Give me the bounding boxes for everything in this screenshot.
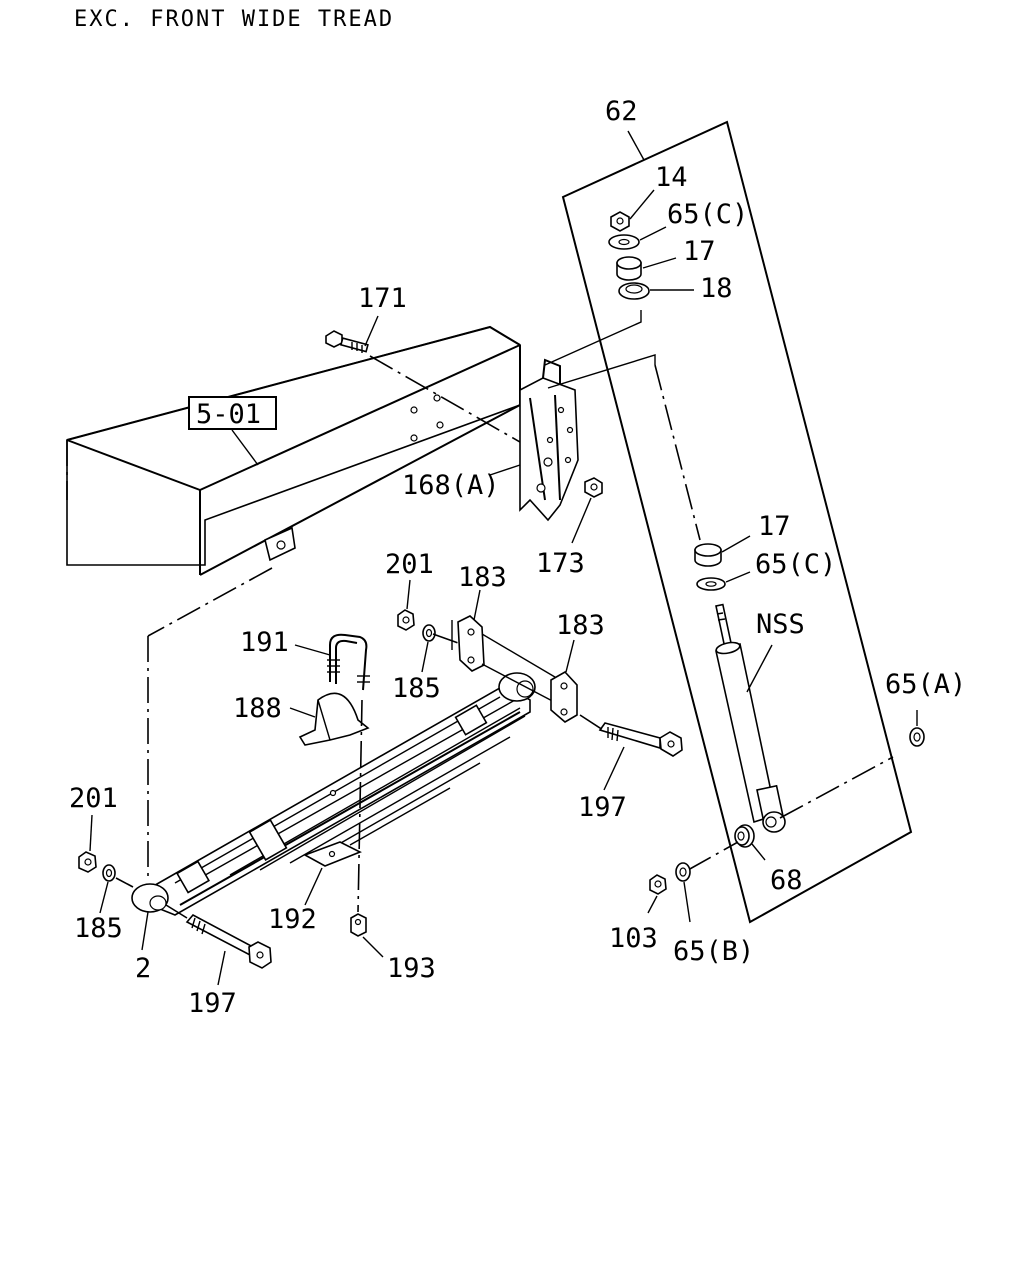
nut-14-icon bbox=[610, 211, 630, 232]
shock-group-frame bbox=[561, 120, 913, 924]
shock-bracket-168a bbox=[519, 358, 579, 522]
label-65c-top: 65(C) bbox=[667, 199, 748, 230]
label-168a: 168(A) bbox=[402, 470, 500, 501]
label-103: 103 bbox=[609, 923, 658, 954]
label-197-bottom: 197 bbox=[188, 988, 237, 1019]
label-183-left: 183 bbox=[458, 562, 507, 593]
washer-65a-icon bbox=[909, 727, 925, 747]
label-188: 188 bbox=[233, 693, 282, 724]
bolt-197-right-icon bbox=[598, 722, 683, 757]
label-197-right: 197 bbox=[578, 792, 627, 823]
nut-173-icon bbox=[584, 477, 603, 498]
washer-185-top-icon bbox=[422, 624, 436, 642]
label-201-left: 201 bbox=[69, 783, 118, 814]
label-65c-mid: 65(C) bbox=[755, 549, 836, 580]
label-192: 192 bbox=[268, 904, 317, 935]
label-14: 14 bbox=[655, 162, 688, 193]
label-62: 62 bbox=[605, 96, 638, 127]
shackle-183-right-icon bbox=[550, 670, 578, 723]
diagram-title: EXC. FRONT WIDE TREAD bbox=[74, 7, 394, 32]
label-173: 173 bbox=[536, 548, 585, 579]
label-68: 68 bbox=[770, 865, 803, 896]
label-201-top: 201 bbox=[385, 549, 434, 580]
shackle-183-left-icon bbox=[451, 615, 485, 672]
nut-103-icon bbox=[649, 874, 667, 895]
svg-text:5-01: 5-01 bbox=[196, 399, 261, 430]
plate-192-icon bbox=[303, 841, 362, 867]
bushing-17-mid-icon bbox=[694, 543, 722, 567]
part-labels: 62 14 65(C) 17 18 171 168(A) 173 17 65(C… bbox=[69, 96, 966, 1019]
leaf-spring-icon bbox=[131, 672, 536, 916]
frame-rail bbox=[66, 325, 521, 576]
label-nss: NSS bbox=[756, 609, 805, 640]
bushing-17-top-icon bbox=[616, 256, 642, 281]
u-bolt-191-icon bbox=[327, 633, 370, 691]
shock-absorber-icon bbox=[715, 603, 786, 833]
label-17-mid: 17 bbox=[758, 511, 791, 542]
label-65a: 65(A) bbox=[885, 669, 966, 700]
washer-65b-icon bbox=[675, 862, 691, 882]
washer-65c-top-icon bbox=[608, 234, 640, 250]
label-17-top: 17 bbox=[683, 236, 716, 267]
nut-201-top-icon bbox=[397, 609, 415, 631]
label-2: 2 bbox=[135, 953, 151, 984]
label-65b: 65(B) bbox=[673, 936, 754, 967]
reference-box[interactable]: 5-01 bbox=[188, 396, 277, 466]
bolt-171-icon bbox=[325, 330, 369, 353]
nut-201-left-icon bbox=[78, 851, 97, 873]
label-191: 191 bbox=[240, 627, 289, 658]
label-185-left: 185 bbox=[74, 913, 123, 944]
washer-185-left-icon bbox=[102, 864, 116, 882]
nut-193-icon bbox=[350, 913, 367, 937]
label-171: 171 bbox=[358, 283, 407, 314]
label-18: 18 bbox=[700, 273, 733, 304]
washer-65c-mid-icon bbox=[696, 577, 726, 591]
bump-stopper-188-icon bbox=[298, 692, 370, 746]
label-193: 193 bbox=[387, 953, 436, 984]
label-185-top: 185 bbox=[392, 673, 441, 704]
label-183-right: 183 bbox=[556, 610, 605, 641]
bushing-68-icon bbox=[734, 824, 755, 848]
bolt-197-bottom-icon bbox=[185, 913, 272, 969]
retainer-18-icon bbox=[618, 282, 650, 300]
